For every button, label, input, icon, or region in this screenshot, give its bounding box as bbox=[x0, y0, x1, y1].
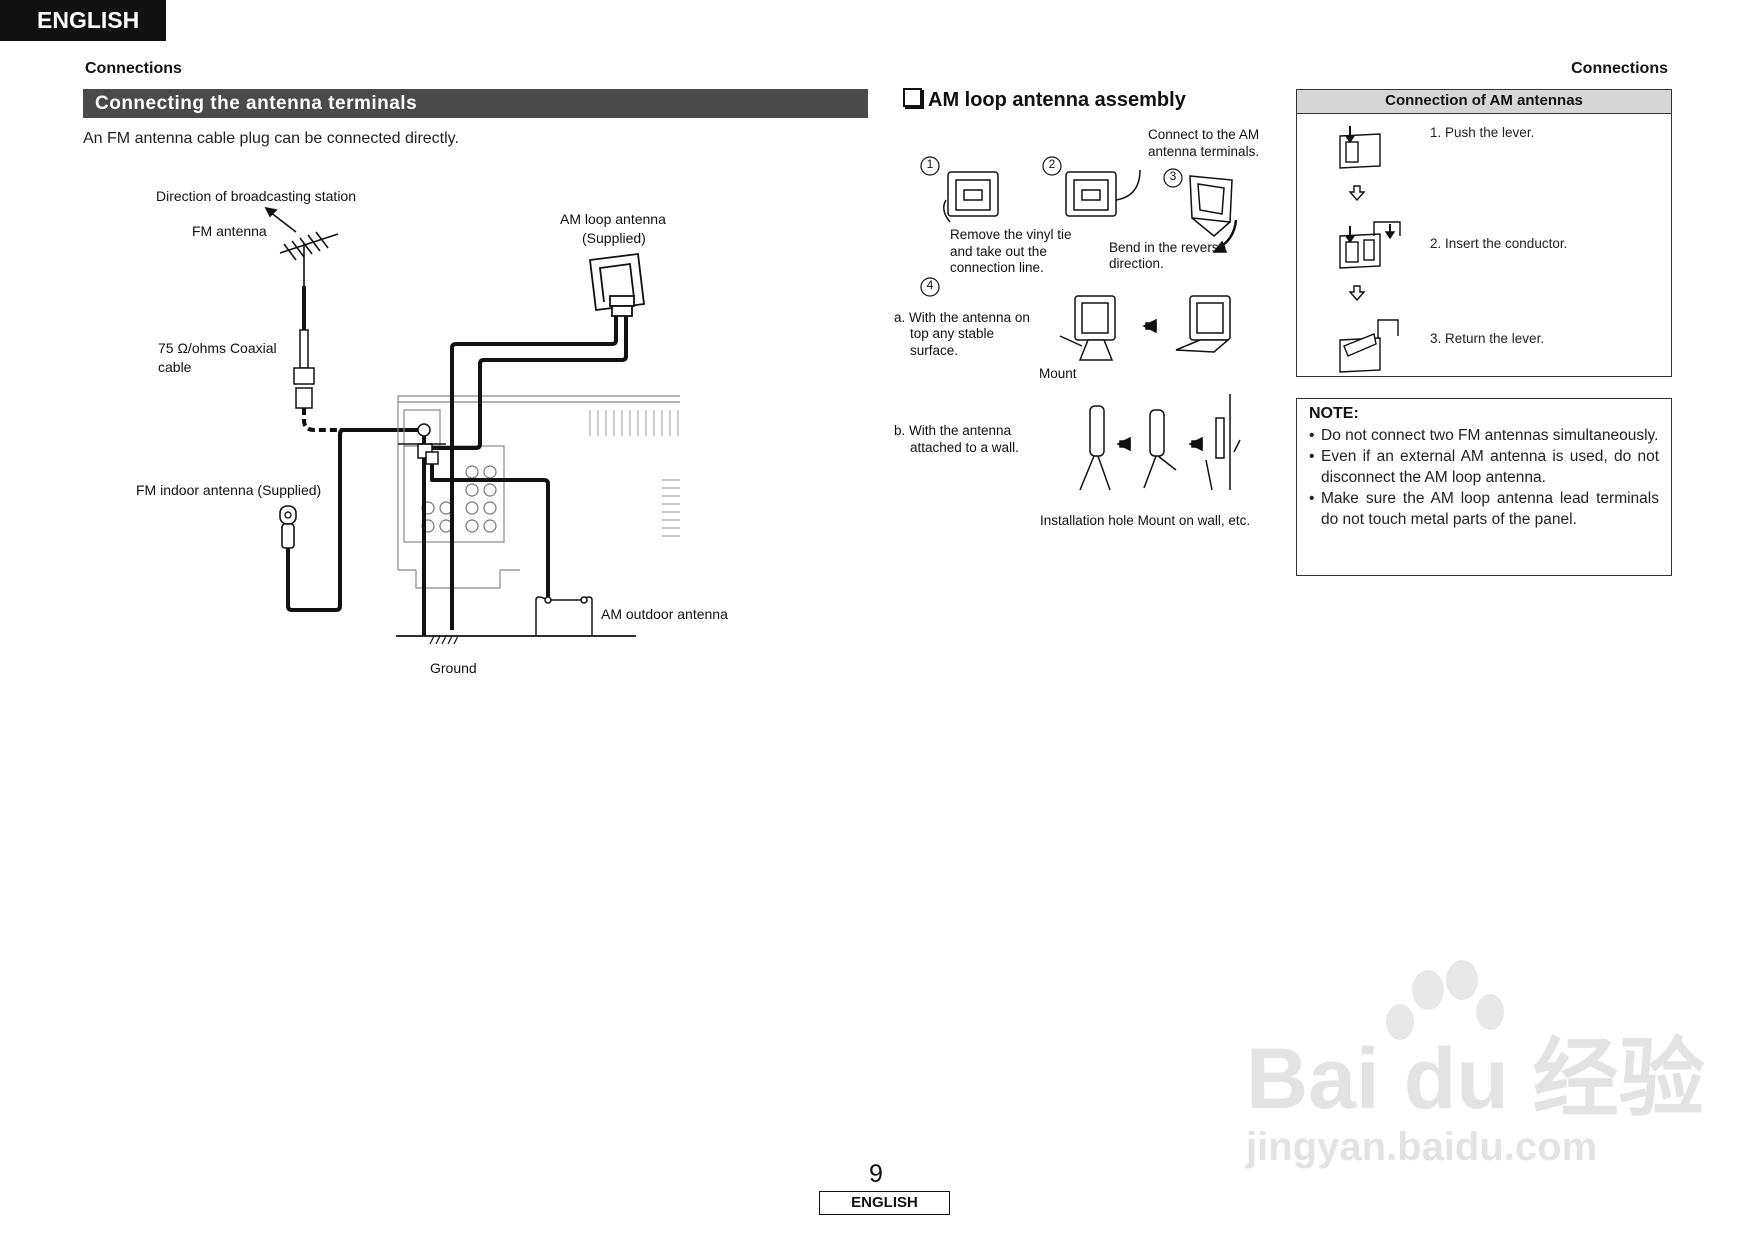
am-connection-panel: Connection of AM antennas bbox=[1296, 89, 1672, 377]
am-step-3: 3. Return the lever. bbox=[1430, 331, 1545, 346]
label-coaxial-2: cable bbox=[158, 359, 192, 375]
am-loop-antenna-icon bbox=[588, 252, 646, 317]
label-coaxial-1: 75 Ω/ohms Coaxial bbox=[158, 340, 277, 356]
label-remove-2: and take out the bbox=[950, 244, 1047, 259]
step-number-3: 3 bbox=[1169, 169, 1177, 183]
label-remove-1: Remove the vinyl tie bbox=[950, 227, 1072, 242]
label-connect-1: Connect to the AM bbox=[1148, 127, 1260, 142]
step-number-4: 4 bbox=[926, 278, 934, 292]
am-step-2: 2. Insert the conductor. bbox=[1430, 236, 1568, 251]
label-a-1: a. With the antenna on bbox=[894, 310, 1030, 325]
page-number: 9 bbox=[869, 1160, 883, 1188]
section-title-am-loop: AM loop antenna assembly bbox=[903, 88, 1186, 112]
label-a-3: surface. bbox=[910, 343, 959, 358]
section-title-antenna-terminals: Connecting the antenna terminals bbox=[83, 89, 868, 118]
am-outdoor-antenna-icon bbox=[535, 596, 593, 636]
label-connect-2: antenna terminals. bbox=[1148, 144, 1260, 159]
label-mount: Mount bbox=[1039, 366, 1077, 381]
label-b-2: attached to a wall. bbox=[910, 440, 1019, 455]
checkbox-bullet-icon bbox=[903, 88, 922, 107]
receiver-rear-panel bbox=[397, 395, 680, 589]
step-number-1: 1 bbox=[926, 157, 934, 171]
section-label-left: Connections bbox=[85, 60, 182, 77]
label-b-1: b. With the antenna bbox=[894, 423, 1012, 438]
label-install: Installation hole Mount on wall, etc. bbox=[1040, 513, 1251, 528]
antenna-terminal-block bbox=[398, 423, 446, 465]
panel-title: Connection of AM antennas bbox=[1297, 90, 1671, 114]
label-am-outdoor: AM outdoor antenna bbox=[601, 606, 728, 622]
ground-icon bbox=[396, 635, 636, 645]
note-box: NOTE: Do not connect two FM antennas sim… bbox=[1296, 398, 1672, 576]
label-fm-indoor: FM indoor antenna (Supplied) bbox=[136, 482, 322, 498]
coaxial-cable-icon bbox=[293, 286, 424, 432]
step1-antenna-icon bbox=[943, 171, 999, 223]
label-fm-antenna: FM antenna bbox=[192, 223, 267, 239]
note-item: Do not connect two FM antennas simultane… bbox=[1309, 425, 1659, 446]
label-bend-1: Bend in the reverse bbox=[1109, 240, 1227, 255]
label-am-loop-2: (Supplied) bbox=[582, 230, 646, 246]
label-am-loop-1: AM loop antenna bbox=[560, 211, 666, 227]
watermark-brand: Bai du 经验 bbox=[1246, 1031, 1705, 1127]
am-step-1: 1. Push the lever. bbox=[1430, 125, 1535, 140]
footer-language-tab: ENGLISH bbox=[819, 1191, 950, 1215]
step2-antenna-icon bbox=[1065, 169, 1141, 217]
antenna-wires bbox=[422, 316, 628, 636]
label-remove-3: connection line. bbox=[950, 260, 1044, 275]
stand-antenna-icon bbox=[1059, 295, 1231, 361]
intro-text: An FM antenna cable plug can be connecte… bbox=[83, 130, 459, 147]
paw-logo-icon bbox=[1386, 960, 1504, 1040]
wall-mount-antenna-icon bbox=[1079, 394, 1241, 491]
note-item: Make sure the AM loop antenna lead termi… bbox=[1309, 488, 1659, 530]
note-list: Do not connect two FM antennas simultane… bbox=[1309, 425, 1659, 530]
label-a-2: top any stable bbox=[910, 326, 995, 341]
note-title: NOTE: bbox=[1309, 405, 1359, 422]
fm-indoor-antenna-icon bbox=[279, 428, 345, 612]
label-ground: Ground bbox=[430, 660, 477, 676]
label-direction-broadcast: Direction of broadcasting station bbox=[156, 188, 356, 204]
language-tab: ENGLISH bbox=[0, 0, 166, 41]
step-number-2: 2 bbox=[1048, 157, 1056, 171]
label-bend-2: direction. bbox=[1109, 256, 1164, 271]
note-item: Even if an external AM antenna is used, … bbox=[1309, 446, 1659, 488]
fm-antenna-icon bbox=[264, 206, 339, 330]
section-label-right: Connections bbox=[1571, 60, 1668, 77]
